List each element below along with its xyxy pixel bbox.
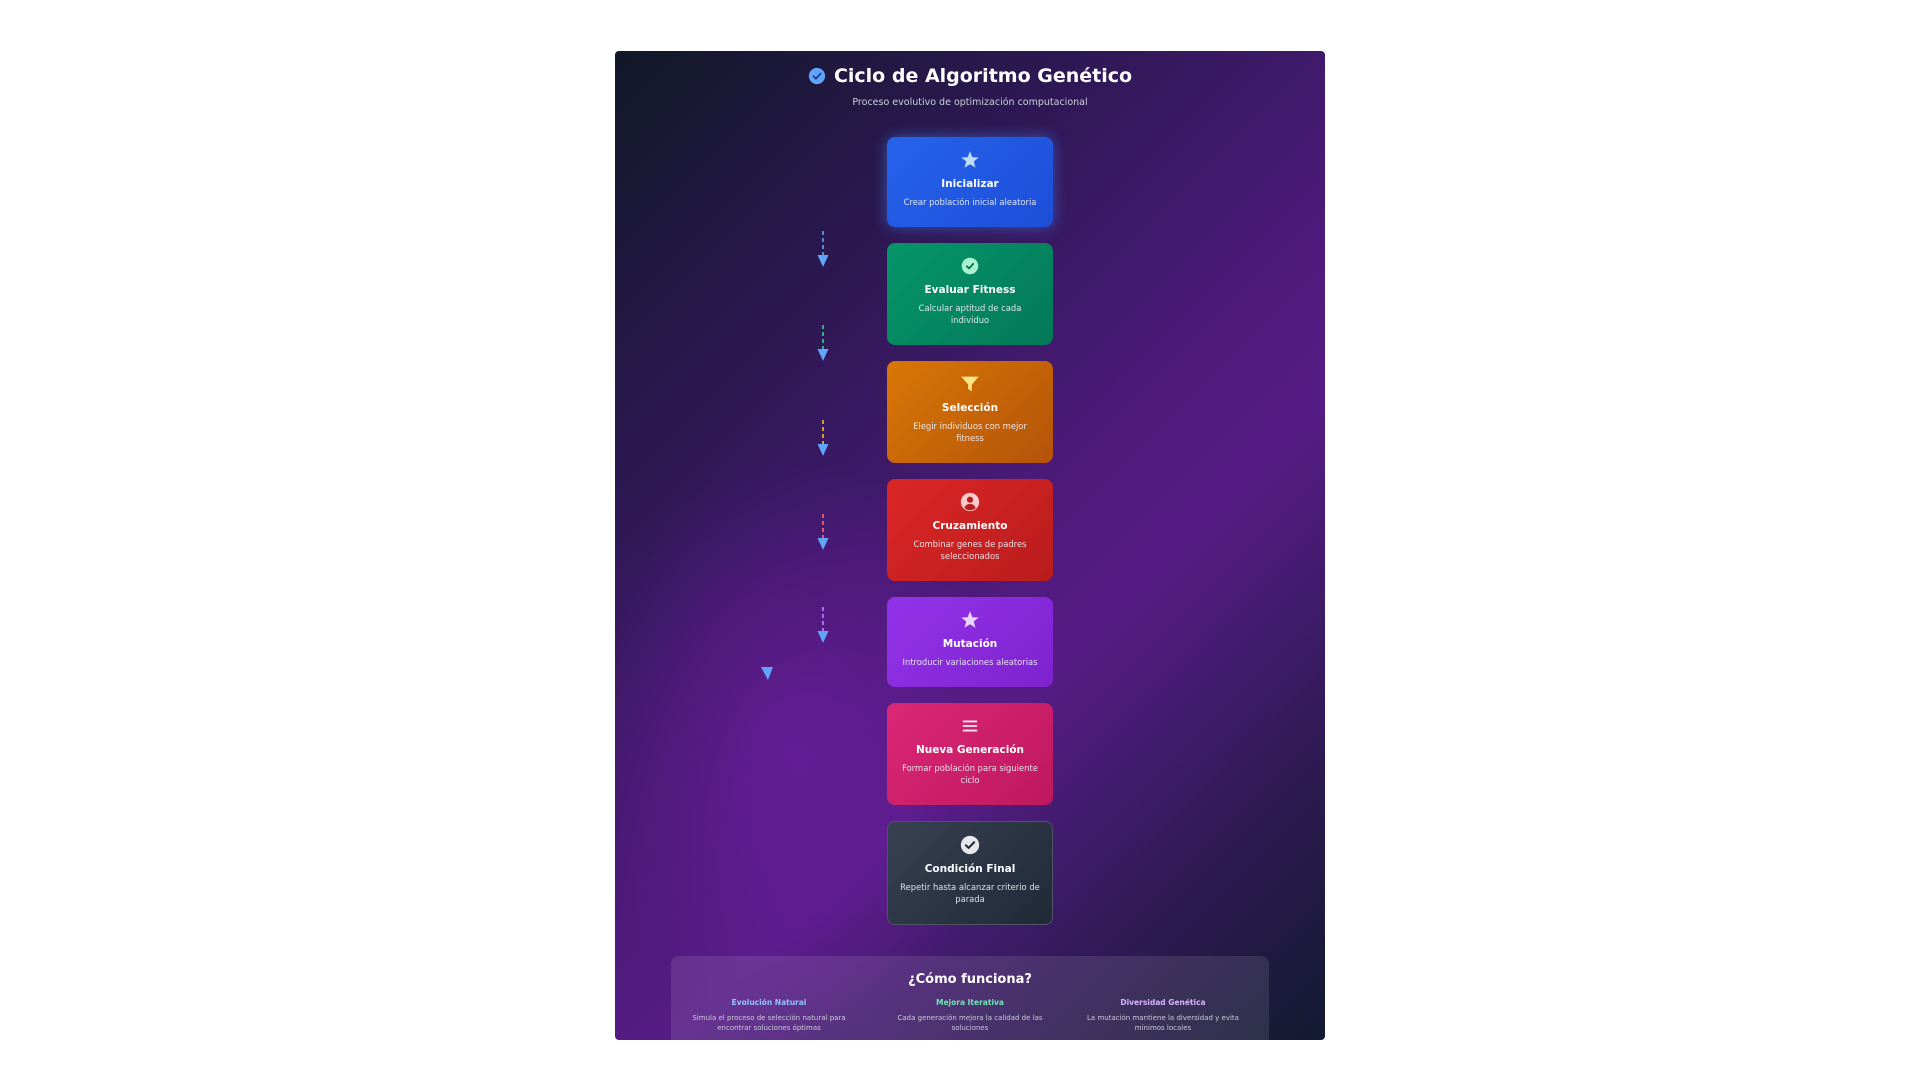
star-icon: [961, 151, 979, 168]
step-title: Inicializar: [941, 178, 999, 190]
step-description: Formar población para siguiente ciclo: [902, 763, 1038, 785]
flow-arrow: [817, 420, 829, 456]
info-column-text: Simula el proceso de selección natural p…: [692, 1014, 846, 1032]
step-card-seleccion: Selección Elegir individuos con mejor fi…: [887, 361, 1053, 463]
page-title: Ciclo de Algoritmo Genético: [833, 65, 1133, 87]
flow-arrow: [817, 514, 829, 550]
step-card-inicializar: Inicializar Crear población inicial alea…: [887, 137, 1053, 227]
step-title: Nueva Generación: [915, 744, 1025, 756]
info-column-text: La mutación mantiene la diversidad y evi…: [1087, 1014, 1239, 1032]
check-circle-icon: [808, 67, 826, 85]
step-card-nueva-generacion: Nueva Generación Formar población para s…: [887, 703, 1053, 805]
user-circle-icon: [960, 492, 980, 512]
menu-lines-icon: [962, 720, 978, 732]
loop-arrow: [761, 667, 773, 680]
step-title: Mutación: [942, 638, 998, 650]
info-column-heading: Evolución Natural: [731, 998, 807, 1007]
step-description: Combinar genes de padres seleccionados: [913, 539, 1027, 561]
step-title: Cruzamiento: [932, 520, 1008, 532]
info-column-heading: Mejora Iterativa: [936, 998, 1004, 1007]
info-box: ¿Cómo funciona? Evolución Natural Simula…: [671, 956, 1269, 1040]
step-card-condicion-final: Condición Final Repetir hasta alcanzar c…: [887, 821, 1053, 925]
diagram-panel: Ciclo de Algoritmo Genético Proceso evol…: [615, 51, 1325, 1040]
info-column: Diversidad Genética La mutación mantiene…: [1073, 998, 1253, 1033]
step-card-cruzamiento: Cruzamiento Combinar genes de padres sel…: [887, 479, 1053, 581]
star-icon: [961, 611, 979, 628]
step-description: Repetir hasta alcanzar criterio de parad…: [900, 882, 1040, 904]
step-description: Crear población inicial aleatoria: [903, 197, 1037, 207]
step-description: Introducir variaciones aleatorias: [902, 657, 1038, 667]
check-circle-icon: [960, 835, 980, 855]
page-subtitle: Proceso evolutivo de optimización comput…: [852, 97, 1088, 108]
step-title: Condición Final: [924, 863, 1016, 875]
info-column-heading: Diversidad Genética: [1120, 998, 1206, 1007]
info-title: ¿Cómo funciona?: [908, 972, 1032, 987]
flow-arrow: [817, 231, 829, 267]
info-column-text: Cada generación mejora la calidad de las…: [897, 1014, 1043, 1032]
step-title: Selección: [941, 402, 999, 414]
title-row: Ciclo de Algoritmo Genético: [615, 65, 1325, 87]
step-description: Elegir individuos con mejor fitness: [913, 421, 1027, 443]
filter-icon: [961, 376, 979, 392]
flow-arrow: [817, 607, 829, 643]
step-card-mutacion: Mutación Introducir variaciones aleatori…: [887, 597, 1053, 687]
step-card-evaluar-fitness: Evaluar Fitness Calcular aptitud de cada…: [887, 243, 1053, 345]
info-column: Mejora Iterativa Cada generación mejora …: [880, 998, 1060, 1033]
check-circle-icon: [961, 257, 979, 275]
header: Ciclo de Algoritmo Genético Proceso evol…: [615, 65, 1325, 108]
info-column: Evolución Natural Simula el proceso de s…: [679, 998, 859, 1033]
step-description: Calcular aptitud de cada individuo: [918, 303, 1022, 325]
step-title: Evaluar Fitness: [924, 284, 1016, 296]
flow-arrow: [817, 325, 829, 361]
